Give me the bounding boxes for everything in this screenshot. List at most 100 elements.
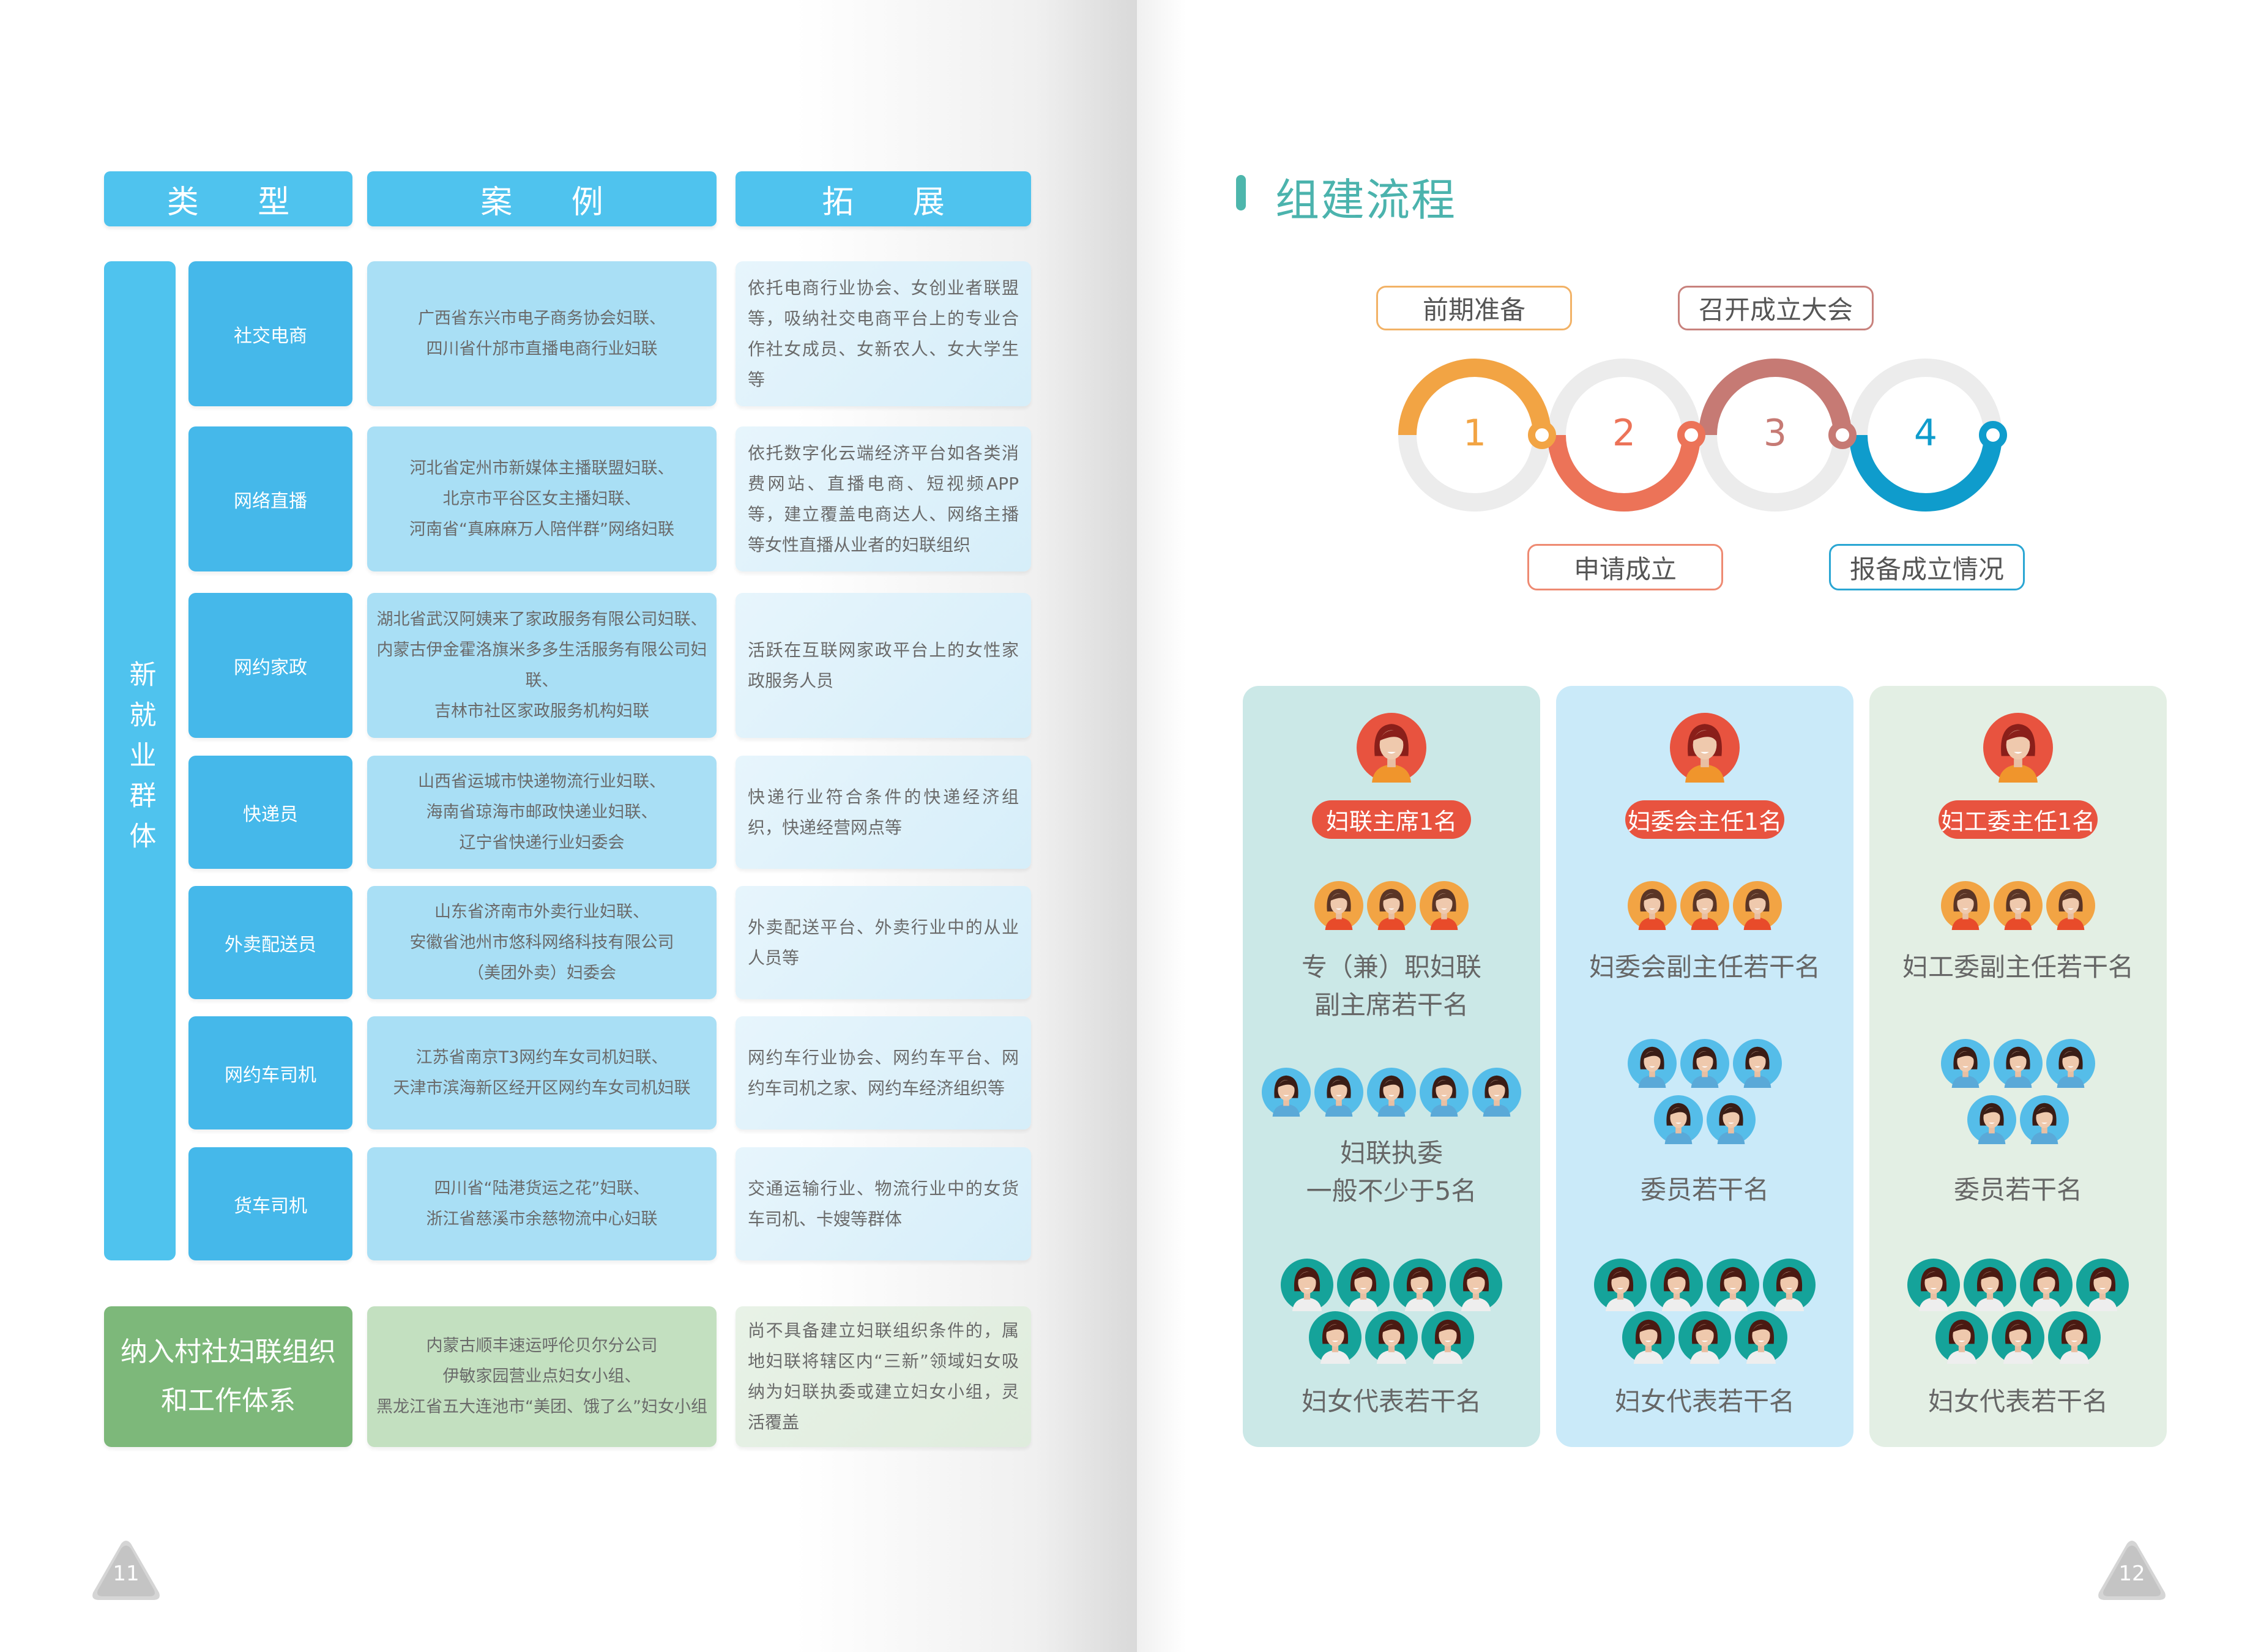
type-cell: 网络直播 — [188, 426, 352, 571]
rep-avatar — [1735, 1311, 1787, 1366]
rep-avatar — [1337, 1259, 1390, 1314]
committee-avatar — [1967, 1095, 2016, 1147]
connector-node — [1528, 421, 1556, 449]
type-cell: 货车司机 — [188, 1147, 352, 1260]
type-cell: 社交电商 — [188, 261, 352, 406]
reps-label: 妇女代表若干名 — [1301, 1386, 1481, 1416]
group-label-text: 新就业群体 — [124, 660, 156, 862]
rep-avatar — [1650, 1259, 1703, 1314]
step-arc-3 — [1699, 359, 1852, 436]
step-label-1: 前期准备 — [1376, 286, 1572, 330]
vice-avatar — [1367, 881, 1416, 932]
chair-avatar — [1670, 713, 1740, 785]
extension-text: 依托数字化云端经济平台如各类消费网站、直播电商、短视频APP等，建立覆盖电商达人… — [748, 442, 1019, 555]
extension-text: 快递行业符合条件的快递经济组织，快递经营网点等 — [748, 786, 1019, 838]
extension-cell: 交通运输行业、物流行业中的女货车司机、卡嫂等群体 — [736, 1147, 1031, 1260]
chair-avatar — [1357, 713, 1426, 785]
header-type: 类 型 — [104, 171, 352, 226]
page-number-left: 11 — [113, 1561, 140, 1586]
committee-avatar — [1472, 1068, 1521, 1119]
page-number-badge-left — [92, 1541, 160, 1600]
vice-avatar — [1314, 881, 1363, 932]
reps-label: 妇女代表若干名 — [1614, 1386, 1795, 1416]
page-number-right: 12 — [2118, 1561, 2145, 1586]
rep-avatar — [1907, 1259, 1960, 1314]
rep-avatar — [1421, 1311, 1474, 1366]
rep-avatar — [2020, 1259, 2073, 1314]
step-label-4: 报备成立情况 — [1829, 544, 2025, 590]
extension-cell: 网约车行业协会、网约车平台、网约车司机之家、网约车经济组织等 — [736, 1016, 1031, 1129]
committee-avatar — [1654, 1095, 1703, 1147]
rep-avatar — [1309, 1311, 1361, 1366]
extension-text: 网约车行业协会、网约车平台、网约车司机之家、网约车经济组织等 — [748, 1047, 1019, 1098]
committee-label: 委员若干名 — [1953, 1175, 2082, 1205]
type-cell: 外卖配送员 — [188, 886, 352, 999]
committee-avatar — [1262, 1068, 1311, 1119]
committee-avatar — [1941, 1039, 1990, 1090]
rep-avatar — [1594, 1259, 1647, 1314]
green-row-type: 纳入村社妇联组织 和工作体系 — [104, 1306, 352, 1447]
rep-avatar — [1622, 1311, 1675, 1366]
chair-badge: 妇联主席1名 — [1312, 800, 1471, 839]
connector-node — [1828, 421, 1857, 449]
step-number-1: 1 — [1462, 412, 1487, 455]
step-label-2: 申请成立 — [1527, 544, 1723, 590]
rep-avatar — [2076, 1259, 2129, 1314]
page-gutter-right — [1137, 0, 1186, 1652]
extension-text: 交通运输行业、物流行业中的女货车司机、卡嫂等群体 — [748, 1178, 1019, 1229]
header-extension: 拓 展 — [736, 171, 1031, 226]
green-row-extension: 尚不具备建立妇联组织条件的，属地妇联将辖区内“三新”领域妇女吸纳为妇联执委或建立… — [736, 1306, 1031, 1447]
committee-avatar — [1420, 1068, 1469, 1119]
process-flow-diagram — [1398, 359, 2007, 512]
vice-label: 妇委会副主任若干名 — [1589, 952, 1820, 982]
vice-avatar — [2046, 881, 2095, 932]
extension-text: 依托电商行业协会、女创业者联盟等，吸纳社交电商平台上的专业合作社女成员、女新农人… — [748, 277, 1019, 390]
extension-cell: 外卖配送平台、外卖行业中的从业人员等 — [736, 886, 1031, 999]
committee-avatar — [2020, 1095, 2069, 1147]
committee-avatar — [1367, 1068, 1416, 1119]
vice-avatar — [1733, 881, 1782, 932]
extension-text: 外卖配送平台、外卖行业中的从业人员等 — [748, 917, 1019, 968]
section-title: 组建流程 — [1275, 174, 1457, 226]
chair-badge: 妇工委主任1名 — [1939, 800, 2098, 839]
rep-avatar — [1763, 1259, 1816, 1314]
rep-avatar — [1365, 1311, 1418, 1366]
type-cell: 快递员 — [188, 756, 352, 869]
vice-avatar — [1628, 881, 1677, 932]
connector-node — [1979, 421, 2007, 449]
group-label-new-employment: 新就业群体 — [104, 261, 176, 1260]
step-number-4: 4 — [1913, 412, 1938, 455]
committee-avatar — [2046, 1039, 2095, 1090]
committee-label: 妇联执委 一般不少于5名 — [1306, 1138, 1477, 1206]
case-cell: 河北省定州市新媒体主播联盟妇联、 北京市平谷区女主播妇联、 河南省“真麻麻万人陪… — [367, 426, 717, 571]
vice-avatar — [1941, 881, 1990, 932]
case-cell: 山东省济南市外卖行业妇联、 安徽省池州市悠科网络科技有限公司 （美团外卖）妇委会 — [367, 886, 717, 999]
green-row-case: 内蒙古顺丰速运呼伦贝尔分公司 伊敏家园营业点妇女小组、 黑龙江省五大连池市“美团… — [367, 1306, 717, 1447]
chair-avatar — [1983, 713, 2053, 785]
rep-avatar — [1393, 1259, 1446, 1314]
committee-label: 委员若干名 — [1640, 1175, 1769, 1205]
committee-avatar — [1733, 1039, 1782, 1090]
page-number-badge-right — [2098, 1541, 2166, 1600]
extension-cell: 活跃在互联网家政平台上的女性家政服务人员 — [736, 593, 1031, 738]
step-label-3: 召开成立大会 — [1678, 286, 1874, 330]
connector-node — [1677, 421, 1705, 449]
rep-avatar — [1707, 1259, 1759, 1314]
rep-avatar — [1964, 1259, 2016, 1314]
committee-avatar — [1994, 1039, 2043, 1090]
vice-label: 妇工委副主任若干名 — [1902, 952, 2134, 982]
case-cell: 广西省东兴市电子商务协会妇联、 四川省什邡市直播电商行业妇联 — [367, 261, 717, 406]
rep-avatar — [1281, 1259, 1333, 1314]
reps-label: 妇女代表若干名 — [1928, 1386, 2108, 1416]
committee-avatar — [1628, 1039, 1677, 1090]
header-case: 案 例 — [367, 171, 717, 226]
vice-avatar — [1420, 881, 1469, 932]
committee-avatar — [1314, 1068, 1363, 1119]
extension-cell: 快递行业符合条件的快递经济组织，快递经营网点等 — [736, 756, 1031, 869]
case-cell: 山西省运城市快递物流行业妇联、 海南省琼海市邮政快递业妇联、 辽宁省快递行业妇委… — [367, 756, 717, 869]
rep-avatar — [1678, 1311, 1731, 1366]
step-arc-2 — [1548, 434, 1700, 512]
extension-text: 活跃在互联网家政平台上的女性家政服务人员 — [748, 639, 1019, 691]
title-accent-bar — [1236, 175, 1246, 210]
type-cell: 网约家政 — [188, 593, 352, 738]
